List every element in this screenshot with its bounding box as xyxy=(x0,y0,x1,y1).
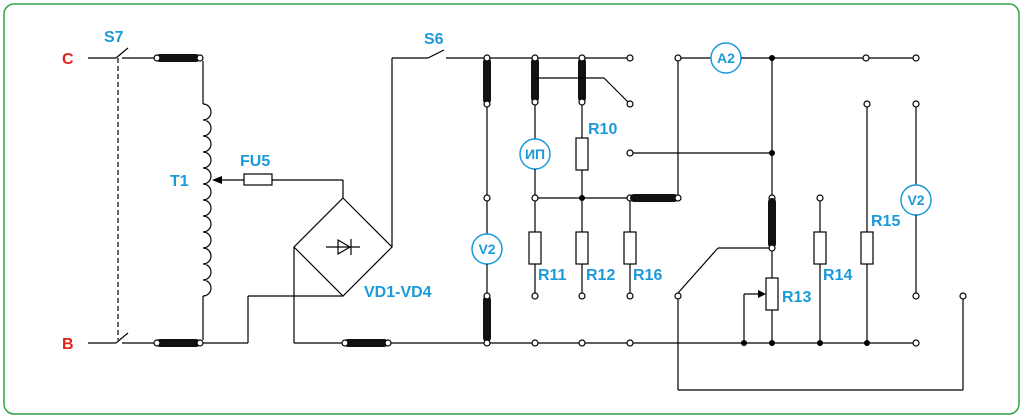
junction xyxy=(817,340,823,346)
bridge-label: VD1-VD4 xyxy=(364,284,432,301)
r13-label: R13 xyxy=(782,289,811,306)
terminal xyxy=(483,339,491,347)
voltmeter-v2-left-label: V2 xyxy=(478,241,495,257)
r12-label: R12 xyxy=(586,267,615,284)
terminal xyxy=(531,98,539,106)
fuse-fu5 xyxy=(243,173,273,186)
terminal xyxy=(578,292,586,300)
switch-blade xyxy=(603,77,629,103)
voltmeter-v2-right-label: V2 xyxy=(907,192,924,208)
r16-label: R16 xyxy=(633,267,662,284)
junction xyxy=(769,150,775,156)
resistor-r13 xyxy=(765,277,779,311)
terminal xyxy=(768,244,776,252)
junction xyxy=(769,340,775,346)
terminal xyxy=(578,98,586,106)
terminal xyxy=(483,292,491,300)
switch-s7-upper-blade xyxy=(115,47,129,59)
terminal xyxy=(959,292,967,300)
fuse-label: FU5 xyxy=(240,153,270,170)
terminal xyxy=(626,339,634,347)
terminal xyxy=(578,339,586,347)
resistor-r12 xyxy=(575,231,589,265)
resistor-r14 xyxy=(813,231,827,265)
switch-s6-label: S6 xyxy=(424,31,444,48)
transformer-coil xyxy=(202,103,212,297)
meter-ip-label: ИП xyxy=(525,146,545,162)
resistor-r15 xyxy=(860,231,874,265)
junction xyxy=(741,340,747,346)
terminal xyxy=(816,194,824,202)
terminal xyxy=(341,339,349,347)
diode-icon xyxy=(337,238,352,256)
terminal xyxy=(674,292,682,300)
switch-s6-blade xyxy=(427,49,445,59)
terminal xyxy=(153,339,161,347)
phase-b-label: B xyxy=(62,336,74,353)
terminal xyxy=(912,54,920,62)
resistor-r11 xyxy=(528,231,542,265)
terminal xyxy=(912,100,920,108)
terminal xyxy=(153,54,161,62)
terminal xyxy=(674,194,682,202)
wiper-arrow-icon xyxy=(758,290,766,298)
terminal xyxy=(531,194,539,202)
transformer-label: T1 xyxy=(170,173,189,190)
terminal xyxy=(578,54,586,62)
terminal xyxy=(626,149,634,157)
r10-label: R10 xyxy=(588,121,617,138)
terminal xyxy=(483,100,491,108)
terminal xyxy=(862,54,870,62)
terminal xyxy=(626,54,634,62)
terminal xyxy=(912,339,920,347)
junction xyxy=(864,340,870,346)
terminal xyxy=(196,54,204,62)
switch-s7-lower-blade xyxy=(115,332,129,344)
r11-label: R11 xyxy=(538,267,567,284)
terminal xyxy=(912,292,920,300)
phase-c-label: C xyxy=(62,51,74,68)
junction xyxy=(579,195,585,201)
terminal xyxy=(626,100,634,108)
terminal xyxy=(531,339,539,347)
r14-label: R14 xyxy=(823,267,852,284)
terminal xyxy=(863,100,871,108)
diagram-frame xyxy=(3,3,1020,415)
resistor-r16 xyxy=(623,231,637,265)
terminal xyxy=(483,54,491,62)
terminal xyxy=(196,339,204,347)
resistor-r10 xyxy=(575,137,589,171)
tap-arrow-icon xyxy=(212,176,222,184)
terminal xyxy=(483,194,491,202)
terminal xyxy=(531,292,539,300)
terminal xyxy=(626,292,634,300)
ammeter-a2-label: A2 xyxy=(717,50,735,66)
terminal xyxy=(674,54,682,62)
terminal xyxy=(531,54,539,62)
switch-s7-label: S7 xyxy=(104,29,124,46)
switch-blade xyxy=(677,247,719,294)
r15-label: R15 xyxy=(871,213,900,230)
terminal xyxy=(384,339,392,347)
